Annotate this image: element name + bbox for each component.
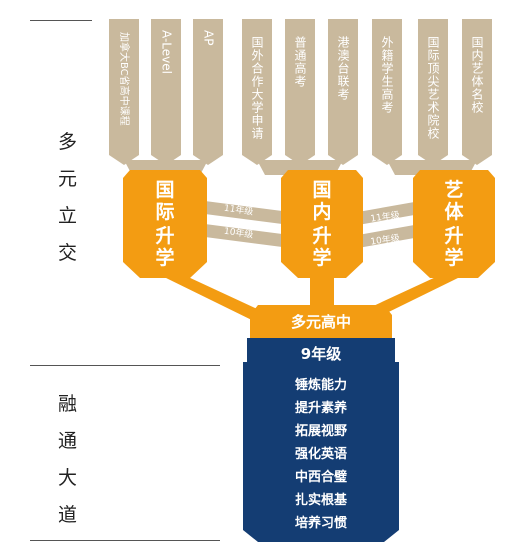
category-char: 学 <box>444 246 463 269</box>
value-item: 拓展视野 <box>295 423 347 439</box>
values-list: 锤炼能力 提升素养 拓展视野 强化英语 中西合璧 扎实根基 培养习惯 <box>294 377 348 531</box>
destination-pillar <box>285 19 315 165</box>
destination-pillar <box>462 19 492 165</box>
destination-label: 港澳台联考 <box>336 36 350 101</box>
category-char: 升 <box>444 225 463 247</box>
destination-pillars <box>109 19 492 165</box>
destination-label: 国外合作大学申请 <box>250 36 264 140</box>
side-char: 融 <box>58 393 78 415</box>
category-char: 国 <box>312 179 331 201</box>
category-char: 艺 <box>444 179 463 201</box>
destination-label: 普通高考 <box>293 36 307 88</box>
core-block <box>243 305 399 542</box>
side-char: 道 <box>58 504 78 526</box>
side-char: 交 <box>58 242 78 264</box>
destination-label: AP <box>202 30 216 45</box>
grade-connectors <box>205 201 420 248</box>
bottom-divider-line <box>30 540 220 541</box>
destination-label: 外籍学生高考 <box>380 36 394 114</box>
category-char: 体 <box>444 200 464 223</box>
value-item: 培养习惯 <box>295 515 347 531</box>
category-char: 学 <box>155 246 174 269</box>
side-char: 立 <box>58 205 78 227</box>
destination-pillar <box>418 19 448 165</box>
value-item: 中西合璧 <box>295 469 347 485</box>
category-char: 内 <box>312 200 331 223</box>
side-char: 多 <box>58 131 78 153</box>
category-shield <box>281 170 363 278</box>
top-divider-line <box>30 20 92 21</box>
destination-label: 国际顶尖艺术院校 <box>426 36 440 140</box>
value-item: 强化英语 <box>295 446 347 462</box>
destination-pillar <box>328 19 358 165</box>
destination-pillar <box>372 19 402 165</box>
category-char: 学 <box>312 246 331 269</box>
destination-label: A-Level <box>160 30 174 74</box>
side-char: 元 <box>58 168 78 190</box>
destination-pillar <box>151 19 181 165</box>
category-shield <box>413 170 495 278</box>
category-char: 升 <box>155 225 174 247</box>
category-shields <box>123 170 495 278</box>
middle-divider-line <box>30 365 220 366</box>
value-item: 提升素养 <box>295 400 348 416</box>
destination-label: 国内艺体名校 <box>470 36 484 114</box>
value-item: 扎实根基 <box>295 492 348 508</box>
destination-labels: 加拿大BC省高中课程 A-Level AP 国外合作大学申请 普通高考 港澳台联考 外籍学生… <box>118 30 484 140</box>
core-grade: 9年级 <box>301 345 342 363</box>
destination-label: 加拿大BC省高中课程 <box>118 32 131 126</box>
side-char: 通 <box>58 430 78 452</box>
value-item: 锤炼能力 <box>294 377 347 393</box>
side-char: 大 <box>58 467 78 489</box>
destination-pillar <box>242 19 272 165</box>
category-char: 升 <box>312 225 331 247</box>
destination-pillar <box>109 19 139 165</box>
category-char: 际 <box>155 201 174 223</box>
category-char: 国 <box>155 179 174 201</box>
destination-pillar <box>193 19 223 165</box>
core-title: 多元高中 <box>291 313 351 331</box>
category-shield <box>123 170 207 278</box>
